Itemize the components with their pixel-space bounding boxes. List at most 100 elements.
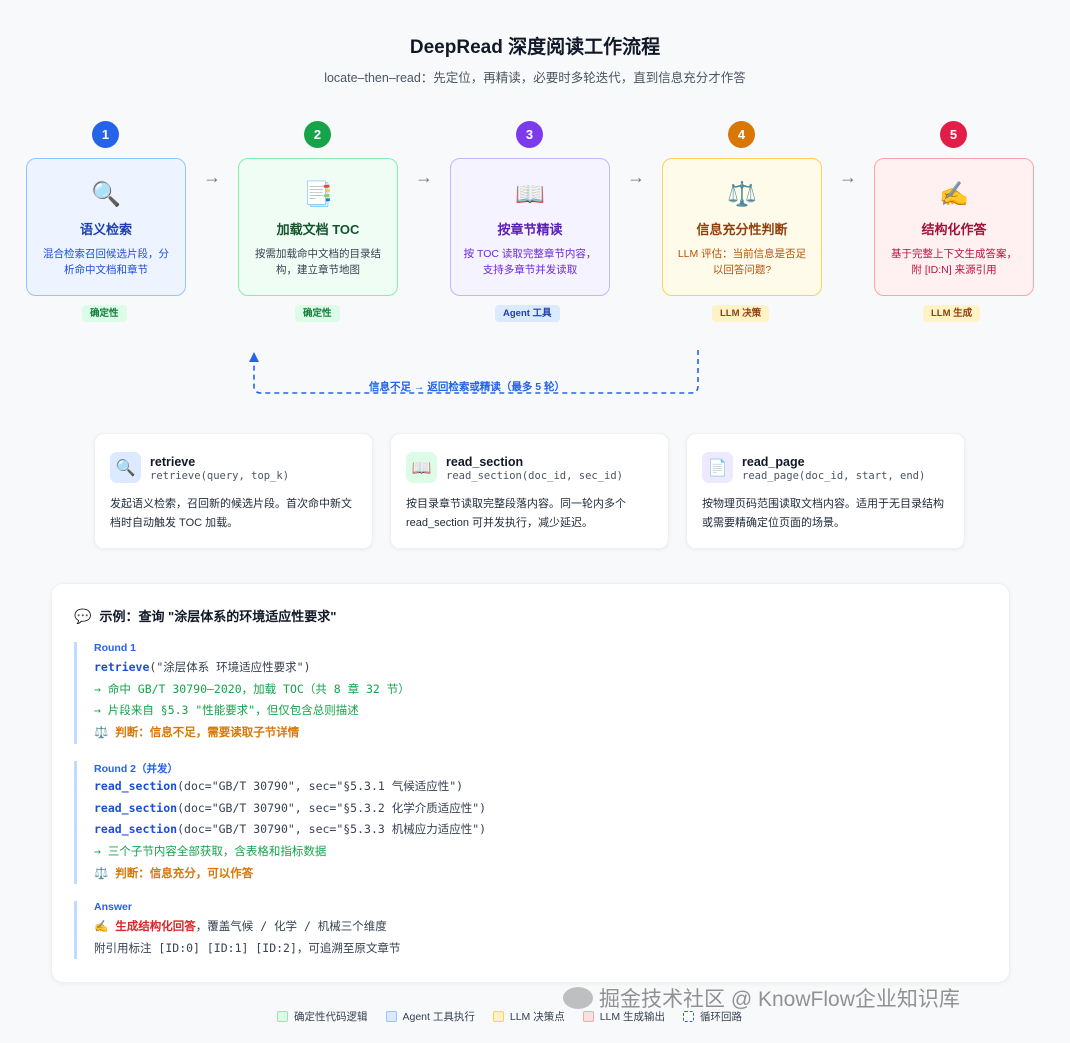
legend-label: Agent 工具执行 [402,1011,475,1023]
balance-scale-icon: ⚖️ [727,181,757,208]
loop-label: 信息不足 → 返回检索或精读（最多 5 轮） [369,381,566,393]
tool-card-read-section: 📖 read_section read_section(doc_id, sec_… [390,433,669,549]
step-card-sufficiency-judgment: ⚖️ 信息充分性判断 LLM 评估：当前信息是否足以回答问题? [662,158,822,296]
legend-item: 确定性代码逻辑 [277,1009,368,1024]
flow-arrow: → [203,167,221,187]
flow-arrow: → [839,167,857,187]
step-tag: 确定性 [295,305,340,322]
generate-text: 生成结构化回答 [115,919,196,933]
function-name: read_section [94,800,178,815]
step-title: 信息充分性判断 [696,222,788,237]
function-args: (doc="GB/T 30790", sec="§5.3.3 机械应力适应性") [177,822,487,837]
tool-name: read_section [446,455,524,469]
call-line: read_section(doc="GB/T 30790", sec="§5.3… [94,776,486,798]
magnifier-icon: 🔍 [91,181,121,208]
round-title: Answer [94,901,132,913]
tool-description: 按目录章节读取完整段落内容。同一轮内多个 read_section 可并发执行，… [406,498,626,529]
step-title: 语义检索 [79,222,132,237]
call-line: read_section(doc="GB/T 30790", sec="§5.3… [94,819,486,841]
legend-swatch [385,1011,397,1022]
judge-text: 判断：信息充分，可以作答 [115,865,254,880]
tool-card-read-page: 📄 read_page read_page(doc_id, start, end… [686,433,965,549]
legend-item: 循环回路 [683,1009,742,1024]
writing-hand-icon: ✍️ [94,919,109,933]
result-line: → 片段来自 §5.3 "性能要求"，但仅包含总则描述 [94,703,359,718]
step-title: 加载文档 TOC [276,222,360,237]
example-heading-text: 示例：查询 "涂层体系的环境适应性要求" [99,609,337,624]
tool-signature: read_page(doc_id, start, end) [742,470,926,482]
call-line: read_section(doc="GB/T 30790", sec="§5.3… [94,798,486,820]
balance-scale-icon: ⚖️ [94,865,109,880]
round-title: Round 2（并发） [94,763,178,775]
answer-block: Answer ✍️ 生成结构化回答，覆盖气候 / 化学 / 机械三个维度 附引用… [74,901,401,960]
step-description: 混合检索召回候选片段，分析命中文档和章节 [43,248,169,276]
tool-description: 发起语义检索，召回新的候选片段。首次命中新文档时自动触发 TOC 加载。 [110,498,352,529]
legend-label: LLM 生成输出 [599,1011,666,1023]
round-2-block: Round 2（并发） read_section(doc="GB/T 30790… [74,761,486,885]
page-title: DeepRead 深度阅读工作流程 [409,37,661,58]
wechat-logo-icon [563,987,593,1009]
step-number-1: 1 [92,121,119,148]
step-tag: 确定性 [82,305,127,322]
flow-arrow: → [415,167,433,187]
step-number-5: 5 [940,121,967,148]
step-card-read-section: 📖 按章节精读 按 TOC 读取完整章节内容，支持多章节并发读取 [450,158,610,296]
page-icon: 📄 [702,452,733,483]
legend-swatch [683,1011,695,1022]
legend-item: LLM 生成输出 [582,1009,666,1024]
citation-line: 附引用标注 [ID:0] [ID:1] [ID:2]，可追溯至原文章节 [94,940,401,955]
function-args: ("涂层体系 环境适应性要求") [149,660,311,674]
page-subtitle: locate–then–read：先定位，再精读，必要时多轮迭代，直到信息充分才… [324,71,746,85]
step-card-structured-answer: ✍️ 结构化作答 基于完整上下文生成答案，附 [ID:N] 来源引用 [874,158,1034,296]
step-tag: LLM 决策 [712,305,770,322]
tool-name: retrieve [150,455,196,469]
step-title: 按章节精读 [497,222,563,237]
judge-line: ⚖️ 判断：信息不足，需要读取子节详情 [94,722,410,744]
step-tag: Agent 工具 [495,305,560,322]
step-title: 结构化作答 [921,222,987,237]
judge-line: ⚖️ 判断：信息充分，可以作答 [94,863,486,885]
step-description: LLM 评估：当前信息是否足以回答问题? [677,248,807,276]
step-description: 按需加载命中文档的目录结构，建立章节地图 [255,248,381,276]
function-name: read_section [94,822,178,837]
legend-label: LLM 决策点 [509,1011,565,1023]
document-icon: 📑 [303,181,333,208]
watermark-text: 掘金技术社区 @ KnowFlow企业知识库 [599,988,960,1011]
step-number-3: 3 [516,121,543,148]
tool-description: 按物理页码范围读取文档内容。适用于无目录结构或需要精确定位页面的场景。 [702,498,944,529]
legend-label: 循环回路 [700,1011,743,1023]
call-line: retrieve("涂层体系 环境适应性要求") [94,657,410,679]
step-number-2: 2 [304,121,331,148]
step-description: 基于完整上下文生成答案，附 [ID:N] 来源引用 [891,248,1017,276]
judge-text: 判断：信息不足，需要读取子节详情 [115,725,300,740]
flow-arrow: → [627,167,645,187]
legend-swatch [492,1011,504,1022]
generate-rest: ，覆盖气候 / 化学 / 机械三个维度 [195,919,387,933]
round-1-block: Round 1 retrieve("涂层体系 环境适应性要求") → 命中 GB… [74,642,410,744]
writing-hand-icon: ✍️ [939,181,969,208]
legend-item: LLM 决策点 [492,1009,565,1024]
balance-scale-icon: ⚖️ [94,725,109,740]
legend: 确定性代码逻辑 Agent 工具执行 LLM 决策点 LLM 生成输出 循环回路 [277,1009,742,1024]
tool-name: read_page [742,455,805,469]
round-title: Round 1 [94,642,136,654]
step-description: 按 TOC 读取完整章节内容，支持多章节并发读取 [463,248,597,276]
legend-swatch [277,1011,288,1022]
function-name: retrieve [94,660,150,674]
loop-back-arrow [249,350,699,394]
step-tag: LLM 生成 [923,305,981,322]
tool-signature: retrieve(query, top_k) [150,470,290,482]
watermark: 掘金技术社区 @ KnowFlow企业知识库 [563,983,960,1013]
tool-signature: read_section(doc_id, sec_id) [446,470,624,482]
step-card-semantic-search: 🔍 语义检索 混合检索召回候选片段，分析命中文档和章节 [26,158,186,296]
example-heading: 💬 示例：查询 "涂层体系的环境适应性要求" [74,606,336,625]
open-book-icon: 📖 [406,452,437,483]
speech-bubble-icon: 💬 [74,608,92,624]
function-args: (doc="GB/T 30790", sec="§5.3.2 化学介质适应性") [177,800,487,815]
function-args: (doc="GB/T 30790", sec="§5.3.1 气候适应性") [177,779,464,793]
step-number-4: 4 [728,121,755,148]
legend-label: 确定性代码逻辑 [294,1011,368,1023]
answer-line: ✍️ 生成结构化回答，覆盖气候 / 化学 / 机械三个维度 [94,916,400,938]
result-line: → 命中 GB/T 30790–2020，加载 TOC（共 8 章 32 节） [94,681,410,696]
tool-card-retrieve: 🔍 retrieve retrieve(query, top_k) 发起语义检索… [94,433,373,549]
